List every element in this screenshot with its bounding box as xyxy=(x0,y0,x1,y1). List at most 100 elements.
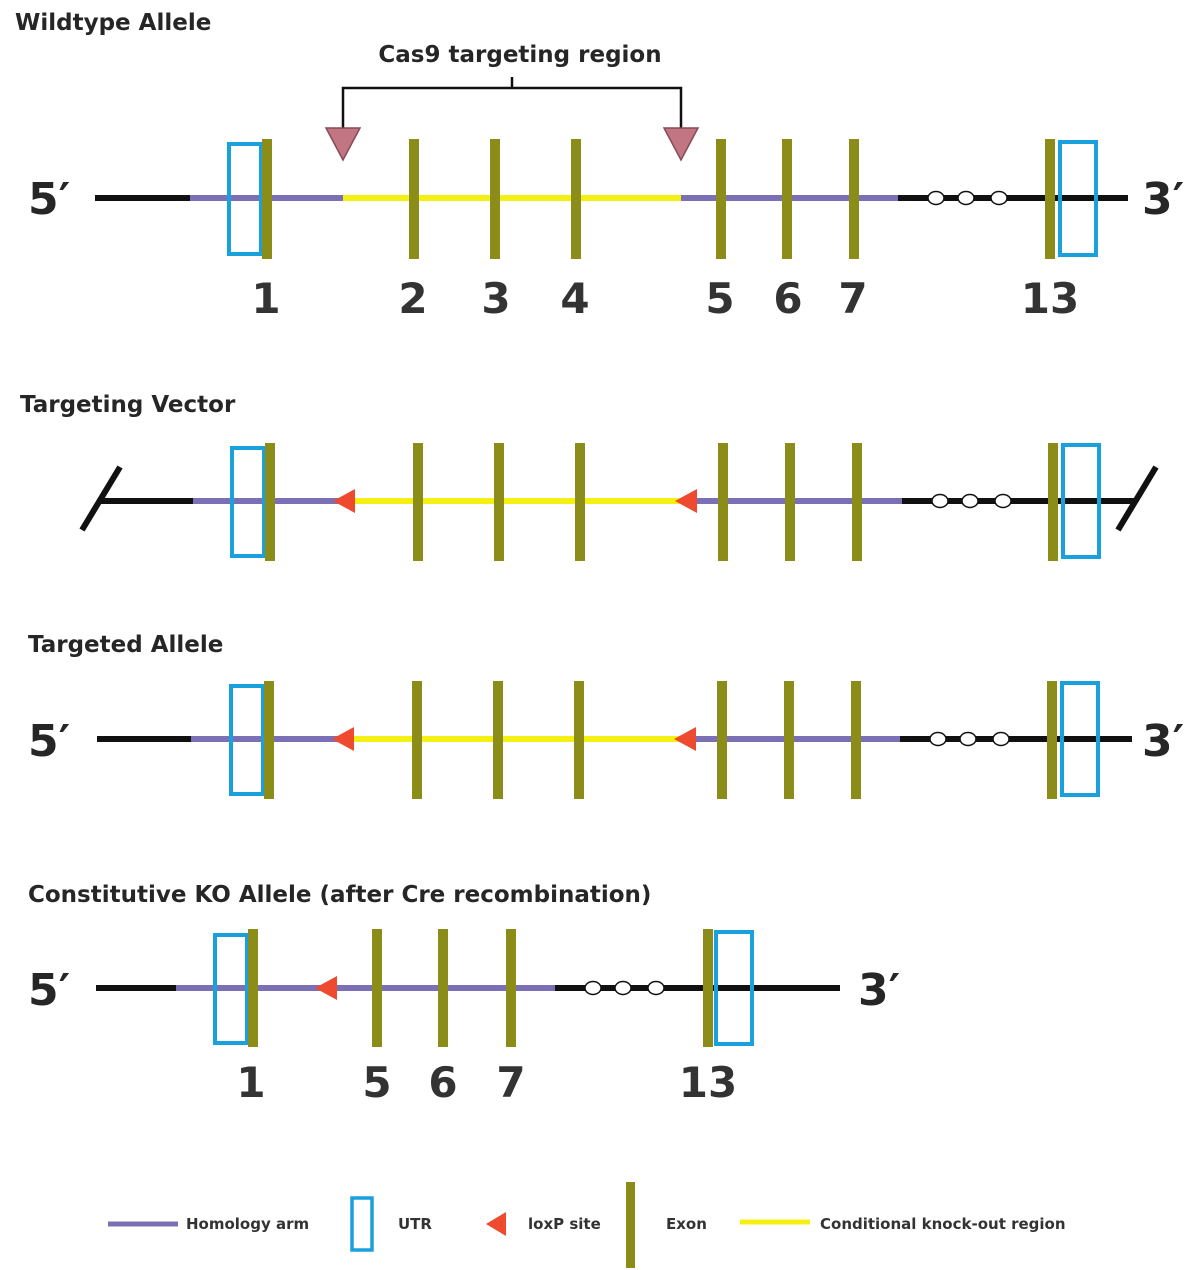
constitutive-ko-allele: Constitutive KO Allele (after Cre recomb… xyxy=(28,882,900,1107)
exon-bar xyxy=(703,929,713,1047)
exon-number: 3 xyxy=(481,274,510,323)
cas9-cut-triangle xyxy=(324,127,362,162)
intron-dots xyxy=(927,190,1008,206)
exon-number: 7 xyxy=(838,274,867,323)
exon-bar xyxy=(1047,681,1057,799)
cut-end-mark xyxy=(1115,465,1159,532)
legend-item-utr: UTR xyxy=(350,1196,432,1252)
gap-dot xyxy=(990,190,1008,206)
exon-number: 7 xyxy=(496,1058,525,1107)
legend-label: loxP site xyxy=(528,1215,601,1233)
exon-bar xyxy=(849,139,859,259)
section-title: Targeted Allele xyxy=(28,632,223,658)
exon-bar xyxy=(575,443,585,561)
exon-bar xyxy=(438,929,448,1047)
gap-dot xyxy=(961,493,979,509)
exon-bar xyxy=(574,681,584,799)
exon-bar xyxy=(571,139,581,259)
loxp-triangle-icon xyxy=(486,1212,506,1236)
exon-number: 13 xyxy=(1021,274,1079,323)
exon-number: 6 xyxy=(428,1058,457,1107)
exon-bar xyxy=(262,139,272,259)
exon-bar xyxy=(1048,443,1058,561)
three-prime-label: 3′ xyxy=(1142,174,1184,225)
exon-bar xyxy=(493,681,503,799)
legend-label: Homology arm xyxy=(186,1215,309,1233)
exon-bar xyxy=(264,681,274,799)
legend-item-loxp: loxP site xyxy=(486,1212,601,1236)
loxp-site xyxy=(332,727,354,751)
loxp-site xyxy=(333,489,355,513)
legend-label: Exon xyxy=(666,1215,707,1233)
loxp-site xyxy=(674,727,696,751)
exon-number: 5 xyxy=(362,1058,391,1107)
exon-number: 1 xyxy=(236,1058,265,1107)
exon-number: 6 xyxy=(773,274,802,323)
gap-dot xyxy=(647,980,665,996)
gap-dot xyxy=(992,731,1010,747)
intron-dots xyxy=(931,493,1012,509)
legend-label: Conditional knock-out region xyxy=(820,1215,1066,1233)
utr-box xyxy=(714,930,754,1046)
exon-bar xyxy=(1045,139,1055,259)
gap-dot xyxy=(584,980,602,996)
exon-bar xyxy=(490,139,500,259)
exon-bar xyxy=(372,929,382,1047)
five-prime-label: 5′ xyxy=(28,174,70,225)
five-prime-label: 5′ xyxy=(28,965,70,1016)
exon-bar xyxy=(784,681,794,799)
legend-item-cko-region: Conditional knock-out region xyxy=(740,1215,1066,1233)
exon-number: 1 xyxy=(251,274,280,323)
targeting-vector: Targeting Vector xyxy=(20,392,1159,561)
utr-box-icon xyxy=(350,1196,374,1252)
exon-bar xyxy=(506,929,516,1047)
legend-item-exon: Exon xyxy=(626,1182,707,1268)
wildtype-allele: Wildtype Allele Cas9 targeting region 5′… xyxy=(15,10,1184,323)
gap-dot xyxy=(929,731,947,747)
exon-bar xyxy=(852,443,862,561)
exon-number: 2 xyxy=(398,274,427,323)
exon-bar xyxy=(248,929,258,1047)
gap-dot xyxy=(957,190,975,206)
gap-dot xyxy=(931,493,949,509)
exon-bar xyxy=(412,681,422,799)
utr-box xyxy=(229,684,265,796)
exon-bar xyxy=(265,443,275,561)
section-title: Targeting Vector xyxy=(20,392,236,418)
five-prime-label: 5′ xyxy=(28,716,70,767)
exon-bar xyxy=(851,681,861,799)
utr-box xyxy=(230,446,266,558)
exon-bar-icon xyxy=(626,1182,635,1268)
exon-bar xyxy=(785,443,795,561)
exon-bar xyxy=(718,443,728,561)
exon-bar xyxy=(716,139,726,259)
utr-box xyxy=(213,933,249,1045)
intron-dots xyxy=(584,980,665,996)
cas9-cut-triangle xyxy=(662,127,700,162)
gap-dot xyxy=(927,190,945,206)
gap-dot xyxy=(614,980,632,996)
exon-bar xyxy=(409,139,419,259)
exon-bar xyxy=(782,139,792,259)
exon-number: 13 xyxy=(679,1058,737,1107)
intron-dots xyxy=(929,731,1010,747)
three-prime-label: 3′ xyxy=(858,965,900,1016)
legend-label: UTR xyxy=(398,1215,432,1233)
gap-dot xyxy=(959,731,977,747)
cas9-label: Cas9 targeting region xyxy=(378,42,661,68)
utr-box xyxy=(1060,681,1100,797)
loxp-site xyxy=(675,489,697,513)
exon-bar xyxy=(413,443,423,561)
legend-item-homology-arm: Homology arm xyxy=(108,1215,309,1233)
loxp-site xyxy=(315,976,337,1000)
exon-number: 4 xyxy=(560,274,589,323)
section-title: Constitutive KO Allele (after Cre recomb… xyxy=(28,882,651,908)
utr-box xyxy=(227,142,263,256)
exon-bar xyxy=(494,443,504,561)
utr-box xyxy=(1061,443,1101,559)
three-prime-label: 3′ xyxy=(1142,716,1184,767)
cas9-targeting-region: Cas9 targeting region xyxy=(324,42,700,162)
gap-dot xyxy=(994,493,1012,509)
targeted-allele: Targeted Allele 5′ 3′ xyxy=(28,632,1184,799)
